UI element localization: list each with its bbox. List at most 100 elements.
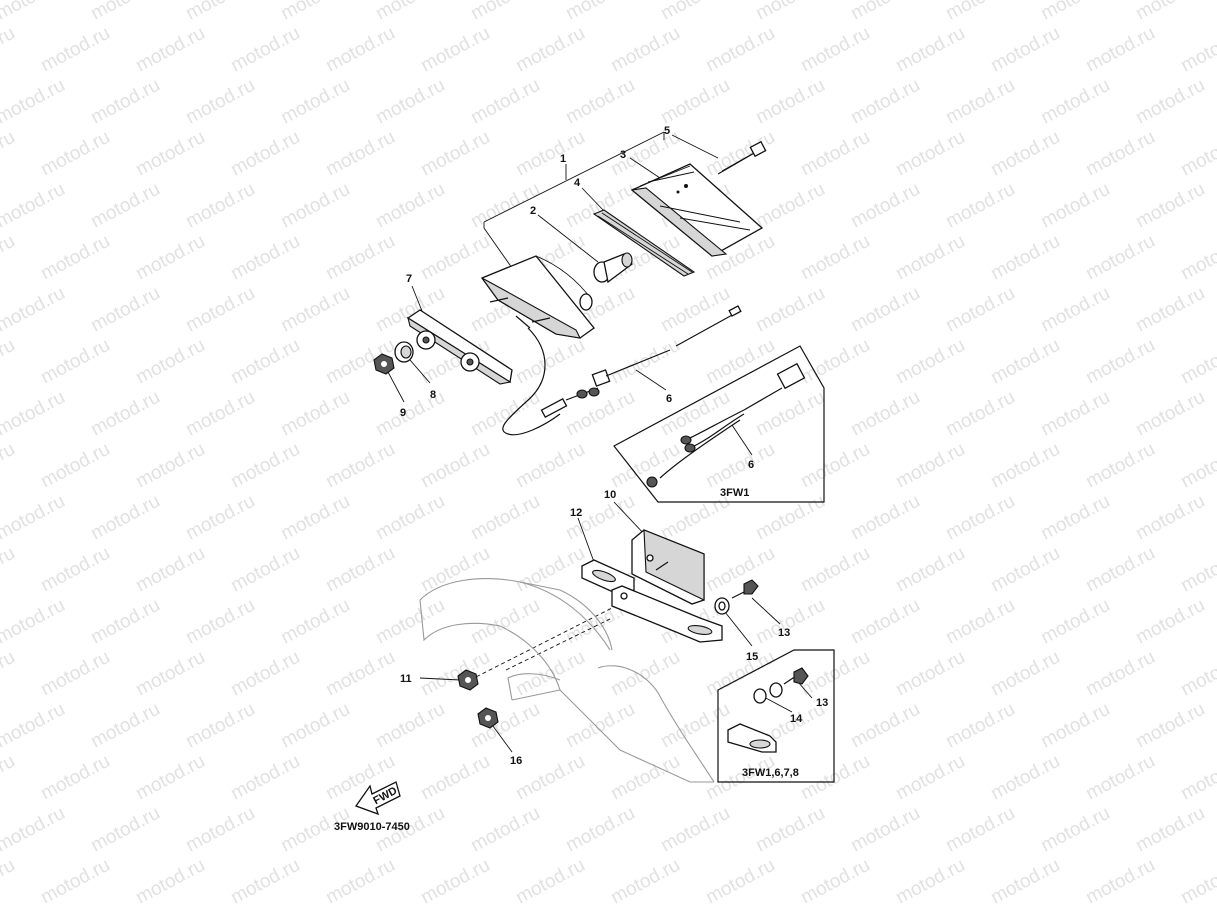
watermark-text: motod.ru	[657, 0, 733, 24]
watermark-text: motod.ru	[1037, 803, 1113, 857]
watermark-text: motod.ru	[182, 803, 258, 857]
watermark-text: motod.ru	[132, 855, 208, 909]
watermark-text: motod.ru	[132, 127, 208, 181]
tail-light-bracket	[406, 309, 513, 385]
watermark-text: motod.ru	[132, 231, 208, 285]
watermark-text: motod.ru	[1037, 75, 1113, 129]
watermark-text: motod.ru	[0, 283, 69, 337]
watermark-text: motod.ru	[847, 179, 923, 233]
nut	[373, 353, 395, 375]
watermark-text: motod.ru	[87, 179, 163, 233]
watermark-text: motod.ru	[0, 543, 19, 597]
callout-4: 4	[574, 177, 581, 189]
watermark-text: motod.ru	[182, 0, 258, 24]
watermark-text: motod.ru	[1132, 491, 1208, 545]
watermark-text: motod.ru	[752, 387, 828, 441]
watermark-text: motod.ru	[0, 647, 19, 701]
watermark-text: motod.ru	[987, 335, 1063, 389]
watermark-text: motod.ru	[752, 75, 828, 129]
watermark-text: motod.ru	[892, 751, 968, 805]
watermark-text: motod.ru	[702, 543, 778, 597]
watermark-text: motod.ru	[1082, 231, 1158, 285]
callout-3: 3	[620, 149, 626, 161]
watermark-text: motod.ru	[512, 23, 588, 77]
watermark-text: motod.ru	[702, 647, 778, 701]
watermark-text: motod.ru	[322, 855, 398, 909]
watermark-text: motod.ru	[37, 23, 113, 77]
watermark-text: motod.ru	[0, 491, 69, 545]
watermark-text: motod.ru	[0, 751, 19, 805]
watermark-text: motod.ru	[322, 23, 398, 77]
watermark-text: motod.ru	[0, 387, 69, 441]
flange-nut	[477, 707, 499, 729]
watermark-text: motod.ru	[227, 543, 303, 597]
watermark-text: motod.ru	[87, 75, 163, 129]
watermark-text: motod.ru	[847, 595, 923, 649]
watermark-text: motod.ru	[607, 647, 683, 701]
bulb	[593, 252, 633, 284]
license-bracket	[611, 585, 723, 643]
inset-callout-14: 14	[790, 713, 803, 725]
watermark-text: motod.ru	[657, 283, 733, 337]
watermark-text: motod.ru	[752, 179, 828, 233]
watermark-text: motod.ru	[182, 283, 258, 337]
watermark-text: motod.ru	[562, 0, 638, 24]
watermark-text: motod.ru	[277, 179, 353, 233]
watermark-text: motod.ru	[87, 0, 163, 24]
watermark-text: motod.ru	[132, 23, 208, 77]
watermark-text: motod.ru	[1037, 595, 1113, 649]
watermark-text: motod.ru	[467, 491, 543, 545]
callout-7: 7	[406, 273, 412, 285]
watermark-text: motod.ru	[1132, 0, 1208, 24]
leader-lines	[387, 131, 813, 753]
watermark-text: motod.ru	[607, 855, 683, 909]
watermark-text: motod.ru	[417, 127, 493, 181]
watermark-text: motod.ru	[372, 179, 448, 233]
watermark-text: motod.ru	[417, 751, 493, 805]
callout-16: 16	[510, 755, 522, 767]
watermark-text: motod.ru	[702, 127, 778, 181]
watermark-text: motod.ru	[1082, 439, 1158, 493]
watermark-text: motod.ru	[1132, 699, 1208, 753]
callout-1: 1	[560, 153, 566, 165]
watermark-text: motod.ru	[987, 751, 1063, 805]
bolt	[731, 579, 759, 599]
watermark-text: motod.ru	[227, 127, 303, 181]
watermark-text: motod.ru	[1132, 179, 1208, 233]
watermark-text: motod.ru	[562, 75, 638, 129]
watermark-text: motod.ru	[322, 231, 398, 285]
watermark-text: motod.ru	[0, 127, 19, 181]
watermark-text: motod.ru	[1177, 23, 1217, 77]
watermark-text: motod.ru	[277, 283, 353, 337]
watermark-text: motod.ru	[37, 751, 113, 805]
watermark-text: motod.ru	[87, 803, 163, 857]
watermark-text: motod.ru	[1177, 439, 1217, 493]
watermark-text: motod.ru	[562, 803, 638, 857]
watermark-text: motod.ru	[752, 595, 828, 649]
watermark-text: motod.ru	[797, 543, 873, 597]
watermark-text: motod.ru	[607, 439, 683, 493]
watermark-text: motod.ru	[1037, 699, 1113, 753]
watermark-text: motod.ru	[87, 283, 163, 337]
watermark-text: motod.ru	[607, 23, 683, 77]
watermark-text: motod.ru	[987, 647, 1063, 701]
watermark-text: motod.ru	[372, 491, 448, 545]
watermark-text: motod.ru	[227, 751, 303, 805]
watermark-text: motod.ru	[467, 803, 543, 857]
watermark-text: motod.ru	[797, 23, 873, 77]
watermark-text: motod.ru	[847, 75, 923, 129]
watermark-text: motod.ru	[847, 387, 923, 441]
watermark-text: motod.ru	[132, 647, 208, 701]
watermark-text: motod.ru	[797, 751, 873, 805]
watermark-text: motod.ru	[847, 699, 923, 753]
watermark-text: motod.ru	[132, 751, 208, 805]
license-light	[631, 529, 705, 605]
watermark-text: motod.ru	[1177, 335, 1217, 389]
watermark-text: motod.ru	[512, 855, 588, 909]
nut	[457, 669, 479, 691]
inset-label-3fw1: 3FW1	[720, 487, 749, 499]
watermark-text: motod.ru	[702, 439, 778, 493]
callout-6: 6	[666, 393, 672, 405]
watermark-text: motod.ru	[1177, 855, 1217, 909]
watermark-text: motod.ru	[417, 23, 493, 77]
